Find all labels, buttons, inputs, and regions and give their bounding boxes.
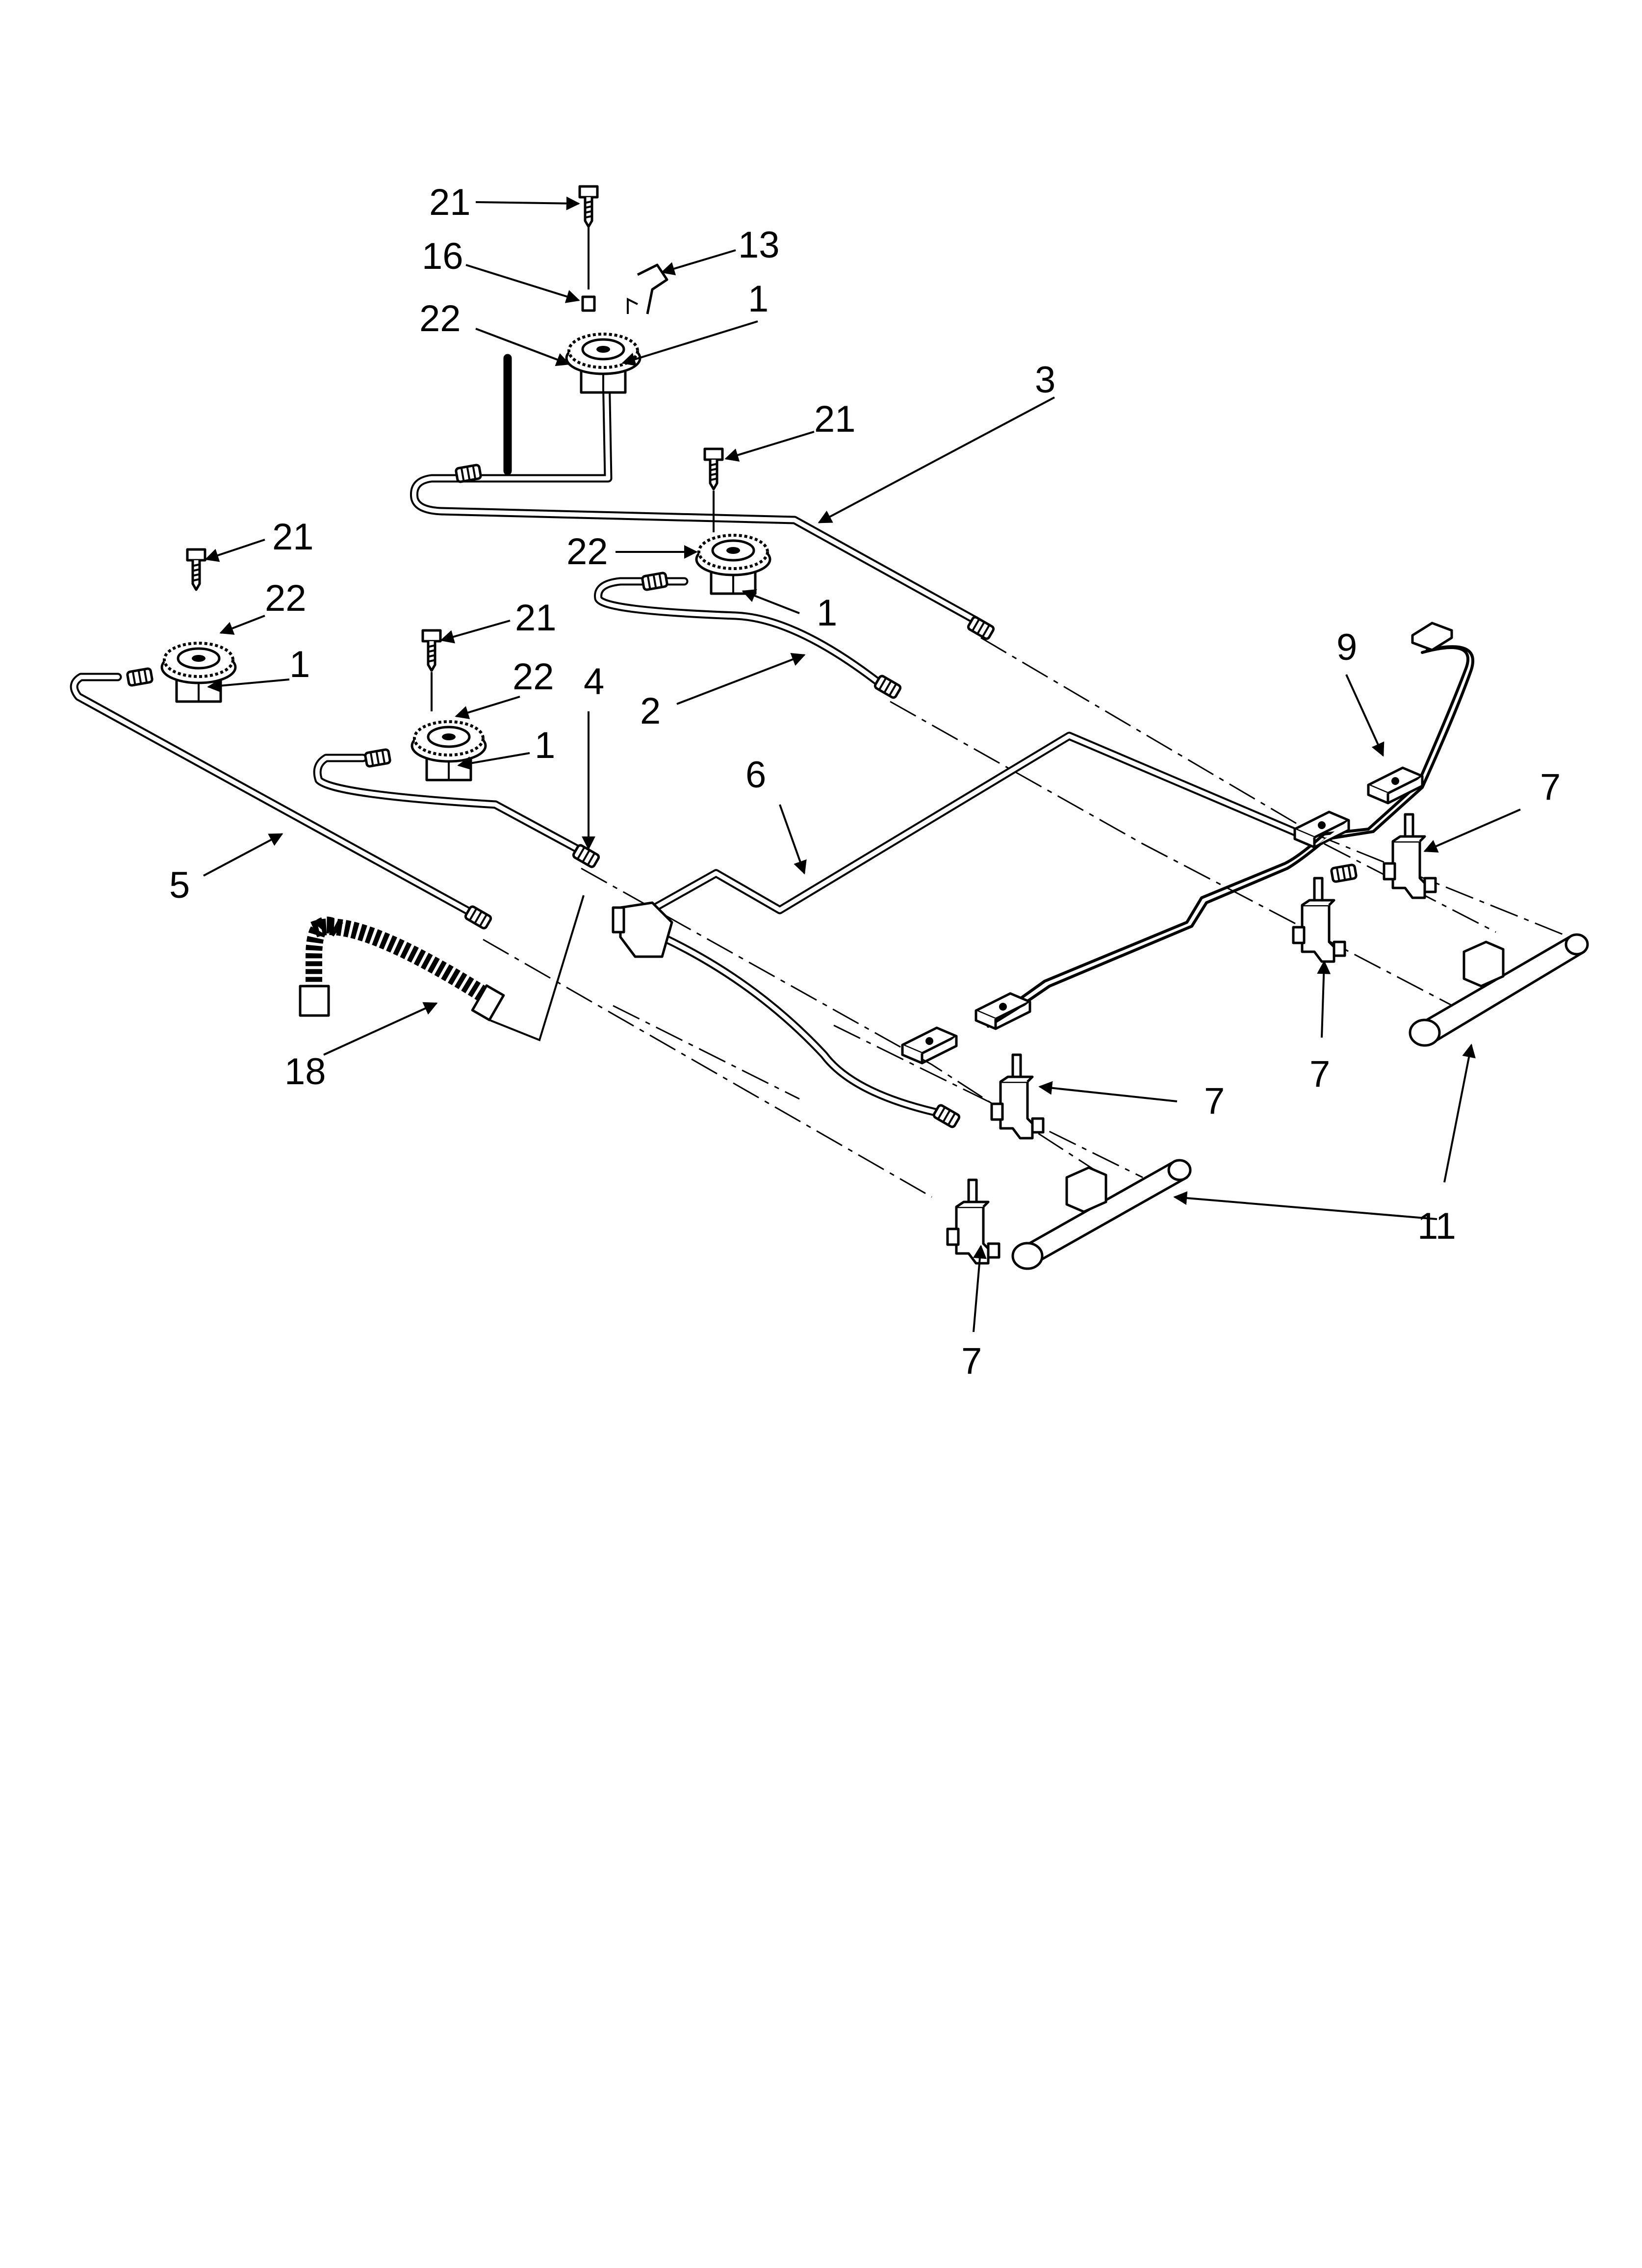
callout-21: 21 bbox=[515, 597, 557, 639]
callout-1: 1 bbox=[817, 592, 837, 634]
callout-11: 11 bbox=[1417, 1205, 1456, 1247]
callout-22: 22 bbox=[566, 531, 608, 573]
burner-left bbox=[162, 549, 235, 702]
callout-7: 7 bbox=[1309, 1053, 1330, 1095]
callout-7: 7 bbox=[1204, 1080, 1225, 1122]
leader-18-junction bbox=[490, 895, 585, 1042]
gas-tube-outline bbox=[633, 731, 1304, 922]
callout-1: 1 bbox=[289, 644, 310, 685]
callout-21: 21 bbox=[429, 182, 471, 223]
callout-18: 18 bbox=[284, 1051, 326, 1093]
callout-3: 3 bbox=[1035, 359, 1055, 401]
callout-21: 21 bbox=[272, 516, 314, 558]
manifold-pipes bbox=[1011, 933, 1589, 1270]
callout-1: 1 bbox=[748, 278, 769, 320]
callout-22: 22 bbox=[265, 577, 307, 619]
wire-connector-plug bbox=[1411, 622, 1453, 652]
gas-tube-outline bbox=[648, 925, 946, 1118]
callout-7: 7 bbox=[961, 1340, 982, 1382]
burner-right bbox=[696, 449, 770, 594]
flex-connector bbox=[299, 916, 505, 1021]
leader-arrows bbox=[203, 196, 1521, 1332]
callout-22: 22 bbox=[419, 298, 461, 339]
gas-tube-fill bbox=[650, 927, 944, 1116]
callout-labels: 21 16 13 22 1 3 21 22 1 21 22 1 21 22 1 … bbox=[169, 182, 1561, 1382]
callout-6: 6 bbox=[745, 754, 766, 796]
burner-center bbox=[412, 630, 486, 780]
gas-tube-fill bbox=[315, 756, 589, 856]
gas-tube-fill bbox=[596, 579, 880, 684]
gas-tubes bbox=[70, 344, 1304, 1118]
callout-4: 4 bbox=[584, 661, 604, 703]
callout-9: 9 bbox=[1336, 626, 1357, 668]
callout-7: 7 bbox=[1540, 766, 1561, 808]
callout-1: 1 bbox=[535, 725, 555, 766]
callout-21: 21 bbox=[814, 398, 856, 440]
manifold-inlet bbox=[612, 901, 673, 958]
gas-tube-fill bbox=[411, 346, 978, 623]
callout-2: 2 bbox=[640, 690, 661, 732]
gas-tube-fill bbox=[72, 675, 473, 915]
callout-16: 16 bbox=[422, 235, 463, 277]
gas-tube-fill bbox=[635, 733, 1302, 920]
callout-13: 13 bbox=[738, 224, 780, 266]
callout-22: 22 bbox=[513, 656, 554, 698]
burner-top bbox=[566, 186, 668, 392]
callout-5: 5 bbox=[169, 864, 190, 906]
igniter-wiring bbox=[902, 622, 1475, 1063]
valves bbox=[948, 814, 1436, 1263]
